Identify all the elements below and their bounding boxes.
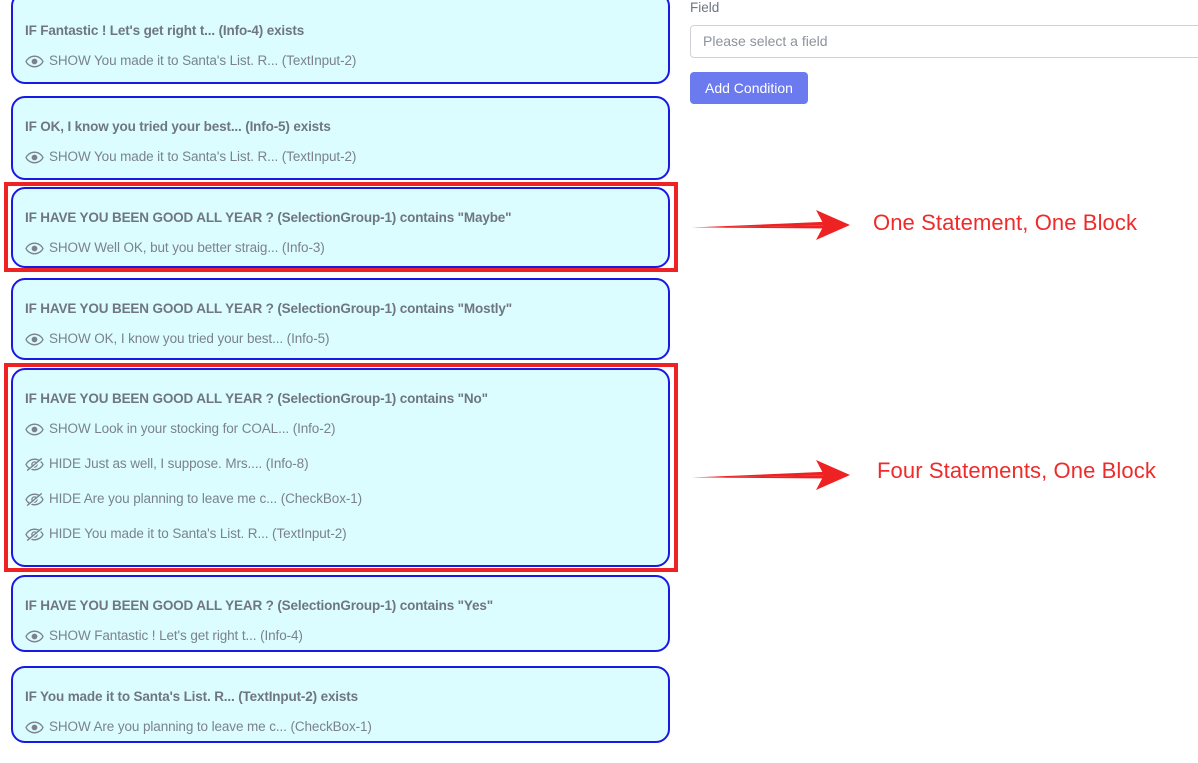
statement-list: SHOW OK, I know you tried your best... (… <box>13 328 668 351</box>
annotation-label-one-statement: One Statement, One Block <box>873 210 1138 235</box>
eye-icon <box>25 54 44 68</box>
statement-list: SHOW You made it to Santa's List. R... (… <box>13 146 668 169</box>
condition-if-header: IF HAVE YOU BEEN GOOD ALL YEAR ? (Select… <box>25 391 488 406</box>
statement-row[interactable]: SHOW You made it to Santa's List. R... (… <box>25 146 668 169</box>
condition-blocks-list: IF Fantastic ! Let's get right t... (Inf… <box>11 0 670 743</box>
eye-slash-icon <box>25 527 44 542</box>
statement-text: SHOW You made it to Santa's List. R... (… <box>49 53 357 69</box>
statement-row[interactable]: SHOW Are you planning to leave me c... (… <box>25 716 668 739</box>
statement-row[interactable]: SHOW OK, I know you tried your best... (… <box>25 328 668 351</box>
statement-list: SHOW Are you planning to leave me c... (… <box>13 716 668 739</box>
field-label: Field <box>690 0 720 15</box>
statement-text: SHOW Are you planning to leave me c... (… <box>49 719 372 735</box>
statement-text: SHOW You made it to Santa's List. R... (… <box>49 149 357 165</box>
statement-row[interactable]: SHOW Fantastic ! Let's get right t... (I… <box>25 625 668 648</box>
statement-row[interactable]: SHOW Look in your stocking for COAL... (… <box>25 418 668 441</box>
condition-if-header: IF HAVE YOU BEEN GOOD ALL YEAR ? (Select… <box>25 210 512 225</box>
condition-if-header: IF HAVE YOU BEEN GOOD ALL YEAR ? (Select… <box>25 301 513 316</box>
condition-if-header: IF OK, I know you tried your best... (In… <box>25 119 331 134</box>
field-select[interactable]: Please select a field <box>690 24 1198 58</box>
statement-row[interactable]: SHOW You made it to Santa's List. R... (… <box>25 50 668 73</box>
statement-text: SHOW Look in your stocking for COAL... (… <box>49 421 336 437</box>
eye-slash-icon <box>25 457 44 472</box>
statement-text: HIDE Are you planning to leave me c... (… <box>49 491 363 507</box>
statement-row[interactable]: SHOW Well OK, but you better straig... (… <box>25 237 668 260</box>
statement-list: SHOW Fantastic ! Let's get right t... (I… <box>13 625 668 648</box>
eye-icon <box>25 629 44 643</box>
statement-text: HIDE You made it to Santa's List. R... (… <box>49 526 347 542</box>
condition-block[interactable]: IF HAVE YOU BEEN GOOD ALL YEAR ? (Select… <box>11 575 670 652</box>
eye-icon <box>25 150 44 164</box>
statement-row[interactable]: HIDE Are you planning to leave me c... (… <box>25 488 668 511</box>
arrow-to-maybe-block <box>692 210 850 240</box>
statement-list: SHOW Look in your stocking for COAL... (… <box>13 418 668 546</box>
statement-text: SHOW Fantastic ! Let's get right t... (I… <box>49 628 303 644</box>
statement-list: SHOW You made it to Santa's List. R... (… <box>13 50 668 73</box>
statement-text: SHOW Well OK, but you better straig... (… <box>49 240 325 256</box>
condition-if-header: IF Fantastic ! Let's get right t... (Inf… <box>25 23 305 38</box>
condition-block[interactable]: IF HAVE YOU BEEN GOOD ALL YEAR ? (Select… <box>11 187 670 268</box>
condition-block[interactable]: IF Fantastic ! Let's get right t... (Inf… <box>11 0 670 84</box>
statement-text: SHOW OK, I know you tried your best... (… <box>49 331 330 347</box>
arrow-to-no-block <box>692 460 850 490</box>
eye-icon <box>25 720 44 734</box>
eye-icon <box>25 422 44 436</box>
eye-slash-icon <box>25 492 44 507</box>
statement-row[interactable]: HIDE Just as well, I suppose. Mrs.... (I… <box>25 453 668 476</box>
statement-row[interactable]: HIDE You made it to Santa's List. R... (… <box>25 523 668 546</box>
condition-block[interactable]: IF HAVE YOU BEEN GOOD ALL YEAR ? (Select… <box>11 368 670 567</box>
field-select-placeholder: Please select a field <box>703 33 828 49</box>
condition-if-header: IF You made it to Santa's List. R... (Te… <box>25 689 358 704</box>
annotation-label-four-statements: Four Statements, One Block <box>877 458 1156 483</box>
condition-block[interactable]: IF HAVE YOU BEEN GOOD ALL YEAR ? (Select… <box>11 278 670 360</box>
field-panel: Field Please select a field Add Conditio… <box>690 0 1198 104</box>
eye-icon <box>25 241 44 255</box>
condition-if-header: IF HAVE YOU BEEN GOOD ALL YEAR ? (Select… <box>25 598 493 613</box>
statement-list: SHOW Well OK, but you better straig... (… <box>13 237 668 260</box>
condition-block[interactable]: IF You made it to Santa's List. R... (Te… <box>11 666 670 743</box>
eye-icon <box>25 332 44 346</box>
statement-text: HIDE Just as well, I suppose. Mrs.... (I… <box>49 456 309 472</box>
condition-block[interactable]: IF OK, I know you tried your best... (In… <box>11 96 670 180</box>
add-condition-button[interactable]: Add Condition <box>690 71 808 104</box>
